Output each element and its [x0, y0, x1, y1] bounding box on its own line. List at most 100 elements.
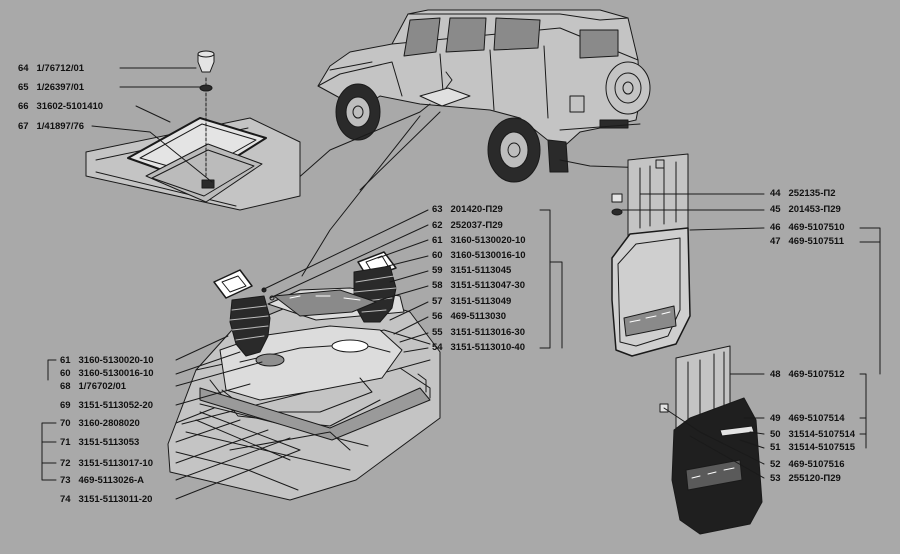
callout-53: 53 255120-П29 — [770, 473, 841, 484]
upper-mudguard-assembly — [611, 153, 881, 375]
callout-46: 46 469-5107510 — [770, 222, 845, 233]
callout-54: 54 3151-5113010-40 — [432, 342, 525, 353]
callout-56: 56 469-5113030 — [432, 311, 506, 322]
part-code: 31514-5107514 — [788, 429, 856, 440]
part-code: 3160-2808020 — [78, 418, 140, 429]
floor-hatch-assembly — [85, 50, 301, 211]
callout-number: 62 — [432, 220, 443, 231]
callout-65: 65 1/26397/01 — [18, 82, 84, 93]
callout-47: 47 469-5107511 — [770, 236, 844, 247]
part-code: 469-5107512 — [788, 369, 845, 380]
part-code: 201420-П29 — [450, 204, 503, 215]
callout-number: 69 — [60, 400, 71, 411]
callout-57: 57 3151-5113049 — [432, 296, 511, 307]
part-code: 1/76712/01 — [36, 63, 85, 74]
part-code: 3151-5113047-30 — [450, 280, 526, 291]
part-code: 3151-5113045 — [450, 265, 512, 276]
callout-number: 66 — [18, 101, 29, 112]
lower-mudguard-assembly — [659, 345, 867, 535]
part-code: 31602-5101410 — [36, 101, 104, 112]
callout-64: 64 1/76712/01 — [18, 63, 84, 74]
callout-number: 60 — [60, 368, 71, 379]
callout-number: 65 — [18, 82, 29, 93]
callout-61-left: 61 3160-5130020-10 — [60, 355, 154, 366]
callout-number: 55 — [432, 327, 443, 338]
part-code: 3151-5113016-30 — [450, 327, 526, 338]
callout-number: 56 — [432, 311, 443, 322]
callout-number: 64 — [18, 63, 29, 74]
callout-44: 44 252135-П2 — [770, 188, 835, 199]
callout-74: 74 3151-5113011-20 — [60, 494, 152, 505]
callout-61-center: 61 3160-5130020-10 — [432, 235, 526, 246]
callout-number: 50 — [770, 429, 781, 440]
callout-number: 46 — [770, 222, 781, 233]
callout-52: 52 469-5107516 — [770, 459, 845, 470]
callout-48: 48 469-5107512 — [770, 369, 845, 380]
part-code: 469-5113030 — [450, 311, 506, 322]
callout-68: 68 1/76702/01 — [60, 381, 126, 392]
part-code: 3151-5113053 — [78, 437, 140, 448]
callout-number: 51 — [770, 442, 781, 453]
vehicle-illustration — [295, 9, 651, 277]
callout-45: 45 201453-П29 — [770, 204, 841, 215]
callout-50: 50 31514-5107514 — [770, 429, 855, 440]
callout-number: 67 — [18, 121, 29, 132]
part-code: 469-5107516 — [788, 459, 845, 470]
callout-63: 63 201420-П29 — [432, 204, 503, 215]
part-code: 3151-5113052-20 — [78, 400, 154, 411]
part-code: 3151-5113017-10 — [78, 458, 154, 469]
part-code: 3160-5130020-10 — [450, 235, 526, 246]
callout-60-center: 60 3160-5130016-10 — [432, 250, 526, 261]
callout-number: 48 — [770, 369, 781, 380]
callout-60-left: 60 3160-5130016-10 — [60, 368, 154, 379]
part-code: 252037-П29 — [450, 220, 503, 231]
callout-number: 47 — [770, 236, 781, 247]
part-code: 255120-П29 — [788, 473, 841, 484]
callout-number: 58 — [432, 280, 443, 291]
callout-number: 63 — [432, 204, 443, 215]
part-code: 31514-5107515 — [788, 442, 856, 453]
part-code: 252135-П2 — [788, 188, 836, 199]
part-code: 3160-5130016-10 — [450, 250, 526, 261]
part-code: 3151-5113011-20 — [78, 494, 153, 505]
callout-number: 61 — [60, 355, 71, 366]
callout-number: 44 — [770, 188, 781, 199]
callout-number: 74 — [60, 494, 71, 505]
callout-number: 68 — [60, 381, 71, 392]
callout-49: 49 469-5107514 — [770, 413, 845, 424]
callout-number: 45 — [770, 204, 781, 215]
callout-58: 58 3151-5113047-30 — [432, 280, 525, 291]
callout-71: 71 3151-5113053 — [60, 437, 139, 448]
part-code: 469-5107510 — [788, 222, 845, 233]
part-code: 1/26397/01 — [36, 82, 85, 93]
callout-69: 69 3151-5113052-20 — [60, 400, 153, 411]
callout-67: 67 1/41897/76 — [18, 121, 84, 132]
callout-number: 53 — [770, 473, 781, 484]
part-code: 3160-5130020-10 — [78, 355, 154, 366]
part-code: 469-5113026-А — [78, 475, 145, 486]
callout-number: 73 — [60, 475, 71, 486]
callout-number: 70 — [60, 418, 71, 429]
part-code: 3151-5113049 — [450, 296, 512, 307]
callout-72: 72 3151-5113017-10 — [60, 458, 153, 469]
callout-55: 55 3151-5113016-30 — [432, 327, 525, 338]
callout-51: 51 31514-5107515 — [770, 442, 855, 453]
part-code: 469-5107514 — [788, 413, 845, 424]
callout-number: 72 — [60, 458, 71, 469]
callout-number: 49 — [770, 413, 781, 424]
callout-number: 59 — [432, 265, 443, 276]
part-code: 201453-П29 — [788, 204, 841, 215]
callout-number: 57 — [432, 296, 443, 307]
part-code: 469-5107511 — [788, 236, 844, 247]
callout-73: 73 469-5113026-А — [60, 475, 144, 486]
part-code: 3160-5130016-10 — [78, 368, 154, 379]
part-code: 1/41897/76 — [36, 121, 85, 132]
callout-number: 71 — [60, 437, 71, 448]
floor-tunnel-assembly — [41, 209, 563, 501]
callout-number: 52 — [770, 459, 781, 470]
part-code: 1/76702/01 — [78, 381, 127, 392]
part-code: 3151-5113010-40 — [450, 342, 526, 353]
callout-number: 60 — [432, 250, 443, 261]
callout-66: 66 31602-5101410 — [18, 101, 103, 112]
